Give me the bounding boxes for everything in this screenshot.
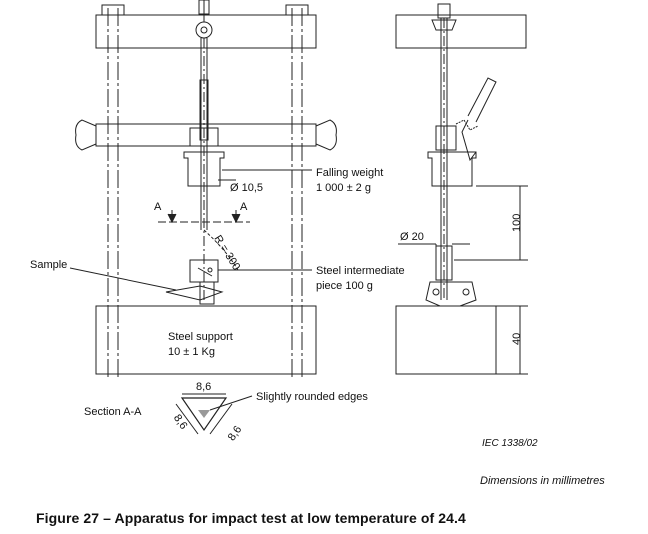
section-cut-line <box>158 210 250 224</box>
falling-weight <box>183 127 225 187</box>
steel-support-block <box>95 305 317 375</box>
rounded-edges-label: Slightly rounded edges <box>256 391 368 403</box>
top-crossbar <box>95 14 317 49</box>
side-steel-support <box>395 305 497 375</box>
side-holder <box>425 281 477 307</box>
edge-dim-top: 8,6 <box>196 381 211 393</box>
section-aa-label: Section A-A <box>84 406 142 418</box>
edge-dim-right: 8,6 <box>226 424 245 443</box>
clamp-bar <box>95 123 317 147</box>
support-label: Steel support <box>168 331 233 343</box>
pivot-eye <box>195 21 213 39</box>
radius-label: R = 300 <box>211 233 242 272</box>
rod-nut <box>285 4 309 16</box>
support-mass: 10 ± 1 Kg <box>168 346 215 358</box>
iec-reference: IEC 1338/02 <box>482 438 538 449</box>
side-intermediate <box>435 245 453 281</box>
edge-dim-left: 8,6 <box>171 412 190 431</box>
side-top-bar <box>395 14 527 49</box>
right-guide-rod <box>291 8 303 380</box>
dimension-lines <box>398 185 528 375</box>
dim-40-label: 40 <box>511 333 523 345</box>
rod-diameter-label: Ø 10,5 <box>230 182 263 194</box>
rod-nut <box>101 4 125 16</box>
release-lever <box>455 77 497 162</box>
sample-specimen <box>165 281 224 305</box>
section-mark-right: A <box>240 201 248 213</box>
section-mark-left: A <box>154 201 162 213</box>
left-guide-rod <box>107 8 119 380</box>
wing-nut-left <box>75 119 97 151</box>
falling-weight-mass: 1 000 ± 2 g <box>316 182 371 194</box>
side-diameter-label: Ø 20 <box>400 231 424 243</box>
sample-label: Sample <box>30 259 67 271</box>
figure-caption: Figure 27 – Apparatus for impact test at… <box>36 510 466 526</box>
falling-weight-label: Falling weight <box>316 167 383 179</box>
section-aa-triangle <box>175 393 253 435</box>
side-falling-weight <box>427 125 477 187</box>
units-note: Dimensions in millimetres <box>480 475 605 487</box>
dim-100-label: 100 <box>511 214 523 232</box>
intermediate-label: Steel intermediate <box>316 265 405 277</box>
wing-nut-right <box>315 119 337 151</box>
intermediate-mass: piece 100 g <box>316 280 373 292</box>
